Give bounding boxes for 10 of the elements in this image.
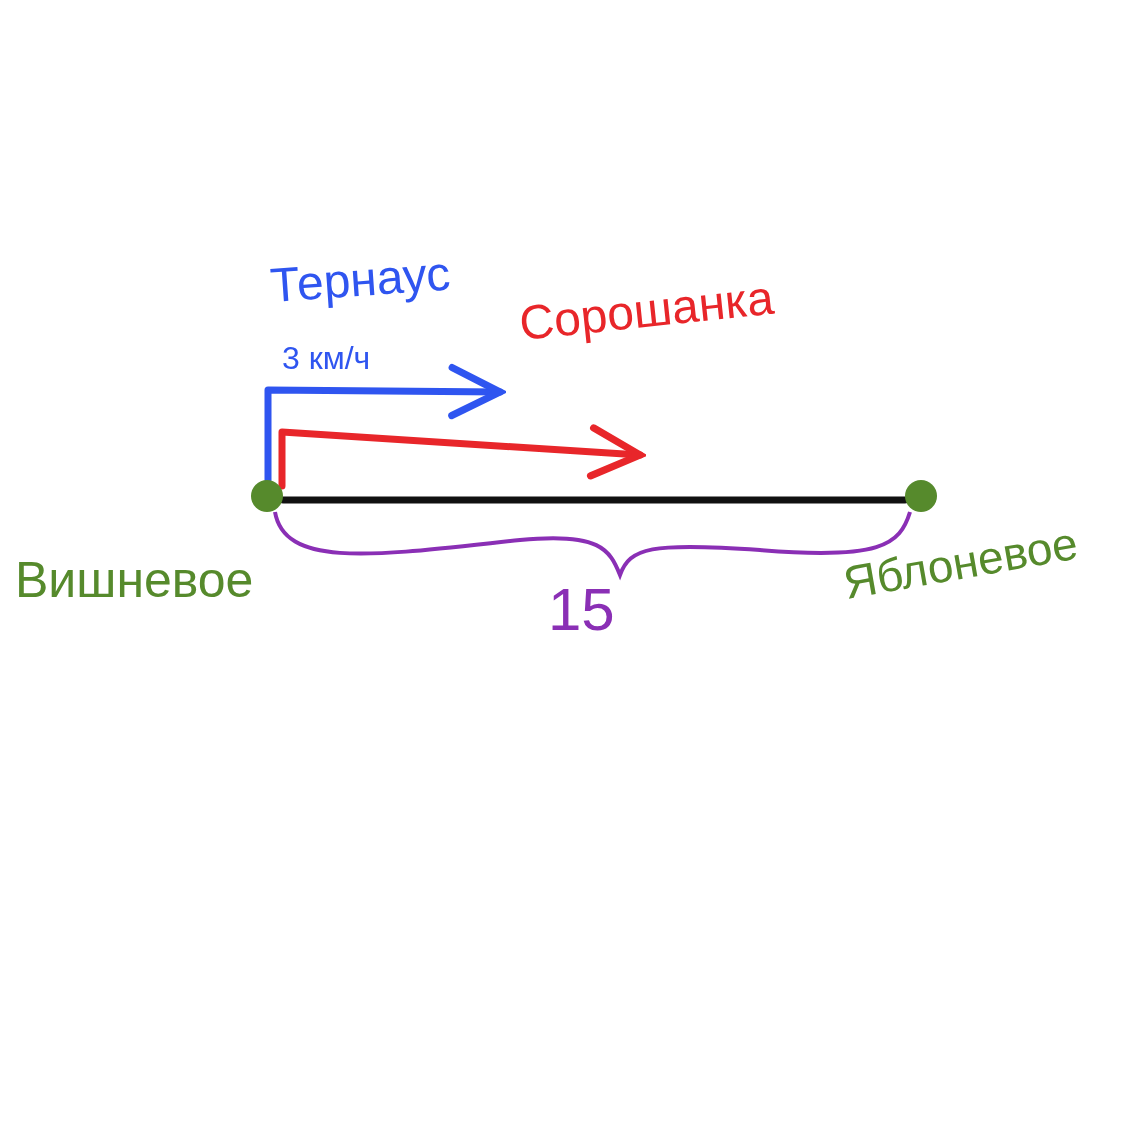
distance-label: 15 [548,580,615,640]
name-label: Тернаус [268,249,452,310]
place-label: Яблоневое [840,519,1081,606]
name-label: Сорошанка [517,273,776,348]
point-marker [251,480,283,512]
point-marker [905,480,937,512]
speed-label: 3 км/ч [282,342,371,374]
place-label: Вишневое [15,555,254,605]
road-line [279,496,909,504]
motion-arrow [278,424,644,490]
